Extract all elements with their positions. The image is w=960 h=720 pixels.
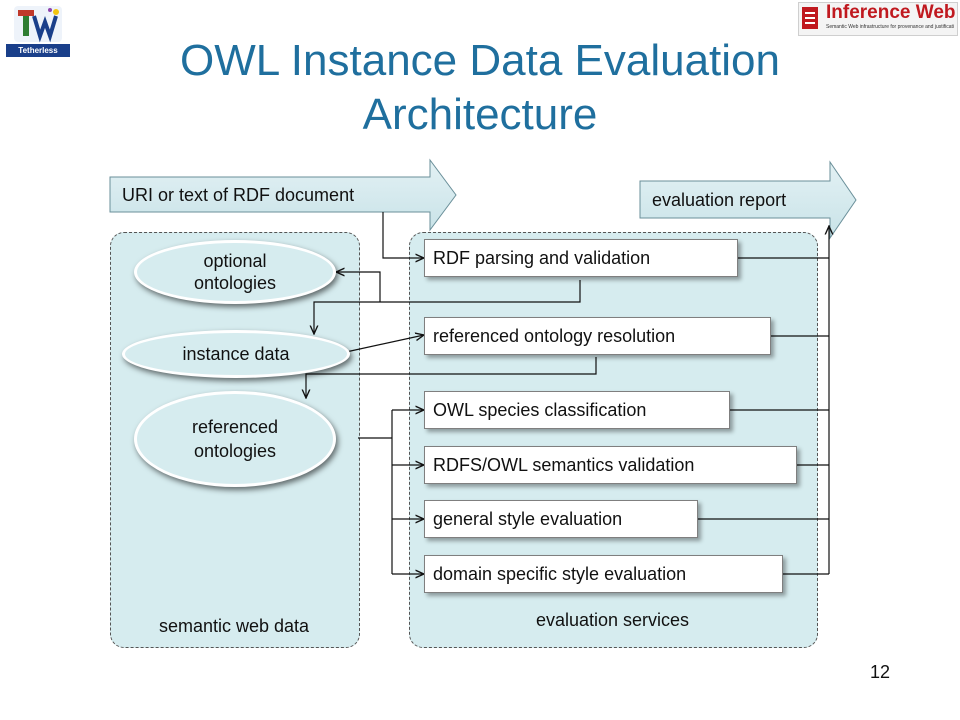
page-number: 12	[870, 662, 891, 682]
service-general-style: general style evaluation	[424, 500, 698, 538]
title-line-2: Architecture	[362, 90, 598, 139]
service-domain-style: domain specific style evaluation	[424, 555, 783, 593]
service-owl-species: OWL species classification	[424, 391, 730, 429]
output-arrow-label: evaluation report	[652, 190, 787, 210]
tetherless-world-label: Tetherless World	[6, 44, 70, 68]
evaluation-services-label: evaluation services	[535, 610, 690, 630]
optional-ontologies-label: optional ontologies	[193, 251, 277, 293]
input-arrow-shape	[109, 158, 457, 232]
service-rdfs-owl-semantics: RDFS/OWL semantics validation	[424, 446, 797, 484]
inference-web-logo	[798, 2, 958, 36]
input-arrow-label: URI or text of RDF document	[122, 185, 355, 205]
line-instance-to-resolution	[345, 335, 424, 353]
tw-logo-icon	[14, 6, 62, 43]
referenced-ontologies-node: referenced ontologies	[134, 391, 336, 487]
instance-data-label: instance data	[182, 343, 290, 364]
title-line-1: OWL Instance Data Evaluation	[179, 36, 780, 85]
line-parsing-to-optional	[336, 272, 381, 302]
inference-web-name: Inference Web	[826, 2, 956, 23]
line-parsing-to-instance	[314, 280, 581, 334]
tetherless-world-logo	[4, 2, 72, 60]
output-arrow-shape	[639, 160, 857, 240]
page-title: OWL Instance Data Evaluation Architectur…	[0, 34, 960, 142]
referenced-ontologies-label: referenced ontologies	[191, 417, 279, 461]
line-resolution-to-referenced	[306, 357, 597, 398]
optional-ontologies-node: optional ontologies	[134, 240, 336, 304]
service-ontology-resolution: referenced ontology resolution	[424, 317, 771, 355]
line-input-to-parsing	[382, 212, 424, 258]
instance-data-node: instance data	[122, 330, 350, 378]
inference-web-icon	[802, 7, 818, 29]
inference-web-tagline: Semantic Web infrastructure for provenan…	[826, 24, 954, 30]
service-rdf-parsing: RDF parsing and validation	[424, 239, 738, 277]
semantic-web-data-label: semantic web data	[158, 616, 310, 636]
